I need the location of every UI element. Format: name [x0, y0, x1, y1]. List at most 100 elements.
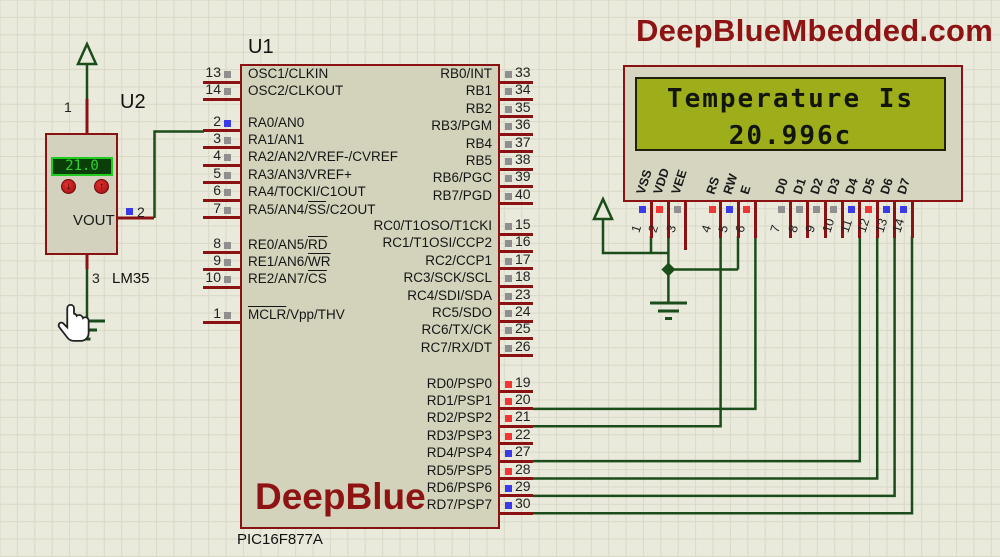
- pin-number: 29: [515, 477, 531, 494]
- pin-stub[interactable]: [203, 146, 240, 150]
- pin-stub[interactable]: [806, 202, 810, 238]
- pin-name-label: RB3/PGM: [431, 118, 492, 134]
- pin-state-indicator: [126, 208, 133, 215]
- pin-number: 22: [515, 425, 531, 442]
- pin-stub[interactable]: [500, 202, 533, 206]
- wire[interactable]: [153, 130, 205, 219]
- pin-stub[interactable]: [753, 202, 757, 238]
- pin-stub[interactable]: [684, 202, 688, 250]
- lm35-decrease-button[interactable]: ↓: [61, 179, 76, 194]
- wire[interactable]: [533, 236, 722, 428]
- pin-stub[interactable]: [203, 198, 240, 202]
- wire[interactable]: [533, 236, 879, 480]
- pin-name-label: D2: [807, 176, 826, 196]
- pin-stub[interactable]: [500, 407, 533, 411]
- pin-name-label: RA5/AN4/SS/C2OUT: [248, 201, 376, 217]
- pin-number: 26: [515, 337, 531, 354]
- pin-stub[interactable]: [500, 232, 533, 236]
- lm35-body[interactable]: 21.0 ↓ ↑ VOUT: [45, 133, 118, 255]
- pin-state-indicator: [505, 175, 512, 183]
- pin-stub[interactable]: [203, 97, 240, 101]
- pin-number: 5: [213, 164, 221, 181]
- pin-number: 35: [515, 98, 531, 115]
- pin-stub[interactable]: [840, 202, 844, 238]
- pin-stub[interactable]: [500, 167, 533, 171]
- pin-stub[interactable]: [500, 390, 533, 393]
- wire[interactable]: [601, 219, 669, 255]
- lm35-increase-button[interactable]: ↑: [94, 179, 109, 194]
- pin-stub[interactable]: [649, 202, 653, 238]
- pin-stub[interactable]: [858, 202, 862, 238]
- pin-stub[interactable]: [500, 132, 533, 136]
- pin-stub[interactable]: [203, 321, 240, 324]
- pic-chip-body[interactable]: [240, 64, 500, 529]
- ground-terminal-icon[interactable]: [650, 301, 687, 320]
- pin-stub[interactable]: [203, 216, 240, 219]
- pin-state-indicator: [505, 192, 512, 200]
- pin-stub[interactable]: [500, 267, 533, 271]
- pin-stub[interactable]: [203, 285, 240, 289]
- pin-name-label: RA4/T0CKI/C1OUT: [248, 184, 366, 200]
- pin-stub[interactable]: [500, 354, 533, 358]
- pin-state-indicator: [673, 206, 681, 213]
- pin-stub[interactable]: [203, 251, 240, 254]
- pin-stub[interactable]: [203, 268, 240, 272]
- wire[interactable]: [533, 236, 896, 498]
- pin-stub[interactable]: [500, 511, 533, 515]
- pin-stub[interactable]: [788, 202, 792, 238]
- pin-stub[interactable]: [203, 163, 240, 167]
- pin-name-label: RD7/PSP7: [426, 497, 492, 513]
- power-terminal-icon[interactable]: [592, 195, 614, 221]
- pin-state-indicator: [505, 327, 512, 335]
- pin-stub[interactable]: [500, 80, 533, 84]
- pin-number: 4: [213, 147, 221, 164]
- pin-number: 28: [515, 460, 531, 477]
- pin-stub[interactable]: [500, 494, 533, 498]
- pin-stub[interactable]: [500, 150, 533, 154]
- cursor-icon: [57, 303, 90, 342]
- pin-stub[interactable]: [893, 202, 897, 238]
- pin-name-label: D7: [894, 176, 913, 196]
- pin-stub[interactable]: [823, 202, 827, 238]
- pin-stub[interactable]: [500, 302, 533, 306]
- pin-name-label: RC1/T1OSI/CCP2: [382, 235, 492, 251]
- pin-stub[interactable]: [500, 249, 533, 253]
- pin-state-indicator: [224, 171, 231, 179]
- pin-stub[interactable]: [910, 202, 914, 238]
- pin-stub[interactable]: [500, 319, 533, 323]
- pin-stub[interactable]: [875, 202, 879, 238]
- pin-stub[interactable]: [500, 442, 533, 446]
- pin-stub[interactable]: [500, 477, 533, 480]
- lm35-part-number: LM35: [112, 270, 150, 287]
- pin-stub[interactable]: [719, 202, 723, 238]
- pin-stub[interactable]: [500, 424, 533, 428]
- wire[interactable]: [533, 236, 757, 411]
- pin-number: 20: [515, 390, 531, 407]
- wire[interactable]: [533, 236, 862, 463]
- pin-state-indicator: [505, 257, 512, 265]
- power-terminal-icon[interactable]: [76, 40, 98, 66]
- pin-stub[interactable]: [203, 80, 240, 84]
- wire[interactable]: [533, 236, 914, 515]
- pin-stub[interactable]: [500, 459, 533, 463]
- pin-name-label: RC3/SCK/SCL: [403, 270, 492, 286]
- pin-name-label: RB1: [465, 83, 492, 99]
- pin-state-indicator: [505, 275, 512, 283]
- junction-dot: [661, 262, 676, 277]
- pin-number: 1: [628, 223, 645, 235]
- pin-stub[interactable]: [500, 97, 533, 101]
- pin-stub[interactable]: [203, 129, 240, 132]
- pin-stub[interactable]: [500, 336, 533, 340]
- lm35-temperature-display: 21.0: [51, 157, 113, 176]
- pin-name-label: RD4/PSP4: [426, 445, 492, 461]
- pin-stub[interactable]: [500, 115, 533, 119]
- pin-stub[interactable]: [203, 181, 240, 185]
- pin-name-label: RC2/CCP1: [425, 252, 492, 268]
- pin-stub[interactable]: [500, 184, 533, 188]
- pin-stub[interactable]: [666, 202, 670, 238]
- pin-stub[interactable]: [736, 202, 740, 238]
- pin-state-indicator: [505, 292, 512, 300]
- pin-stub[interactable]: [500, 284, 533, 288]
